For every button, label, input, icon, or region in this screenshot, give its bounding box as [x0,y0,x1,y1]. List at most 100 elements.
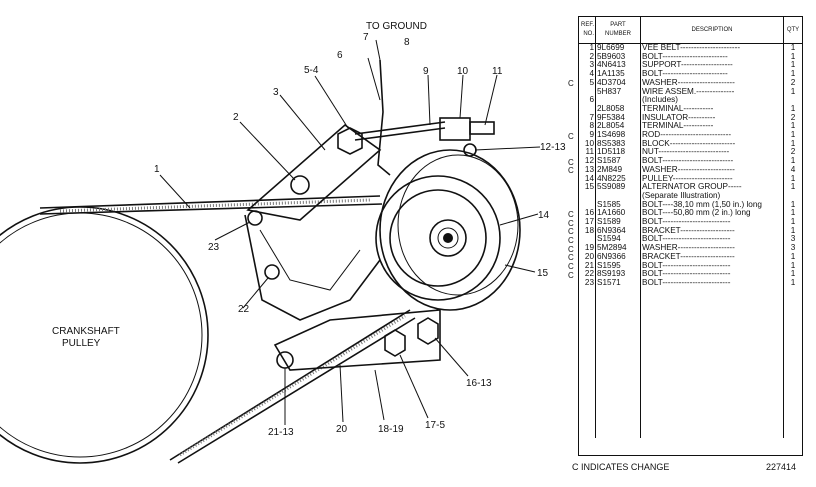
description-cell: (Includes) [640,96,784,105]
description-header: DESCRIPTION [640,17,784,44]
ref-no-cell: 20 [579,252,596,262]
description-cell: BOLT-------------------------- [640,157,784,166]
qty-cell: 1 [790,61,796,70]
description-cell: VEE BELT---------------------- [640,43,784,53]
change-legend: C INDICATES CHANGE [572,462,670,472]
description-cell: BLOCK------------------------ [640,139,784,149]
qty-cell: 1 [790,200,796,209]
ground-label: TO GROUND [366,21,427,32]
callout-17-5: 17-5 [425,420,445,431]
description-cell: SUPPORT------------------- [640,61,784,71]
description-cell: BOLT------------------------- [640,218,784,227]
change-mark: C [568,227,574,237]
part-number-cell: 5B9603 [595,52,641,62]
qty-cell: 1 [790,122,796,131]
part-number-cell: S1585 [595,200,641,210]
description-cell: BOLT------------------------ [640,70,784,79]
empty-cell [579,287,596,438]
support-bracket [244,123,441,371]
callout-3: 3 [273,87,279,98]
ref-no-cell: 6 [579,96,596,105]
ref-no-cell [579,200,596,210]
empty-cell [784,288,803,438]
description-cell: TERMINAL----------- [640,104,784,114]
callout-16-13: 16-13 [466,378,492,389]
qty-cell: 1 [790,157,796,166]
part-number-cell: 8S9193 [595,270,641,279]
callout-11: 11 [492,66,503,77]
qty-cell: 3 [790,235,796,244]
description-cell: TERMINAL----------- [640,122,784,132]
ref-no-cell: 21 [579,261,596,271]
ref-no-cell: 18 [579,226,596,236]
ref-no-cell: 13 [579,165,596,175]
ref-no-cell: 17 [579,218,596,227]
change-mark: C [568,270,574,280]
exploded-parts-diagram: CRANKSHAFT PULLEY [0,21,566,464]
qty-header: QTY [783,17,802,44]
description-cell: BRACKET-------------------- [640,252,784,262]
ref-no-cell: 3 [579,61,596,71]
ref-no-cell [579,235,596,245]
description-cell: INSULATOR---------- [640,113,784,123]
qty-cell: 1 [790,270,796,279]
change-mark: C [568,131,574,141]
callout-23: 23 [208,242,220,253]
ref-no-cell: 7 [579,113,596,123]
vee-belt [39,195,416,464]
ref-no-cell: 4 [579,70,596,79]
pulley-label: PULLEY [62,338,101,349]
qty-cell [784,96,803,105]
ref-no-cell: 8 [579,122,596,132]
description-cell: WASHER--------------------- [640,165,784,175]
description-cell: BOLT------------------------- [640,235,784,245]
callout-20: 20 [336,424,348,435]
table-filler-row [579,287,803,438]
part-number-cell: 8S5383 [595,139,641,149]
description-cell: WASHER--------------------- [640,244,784,253]
part-number-cell [595,96,641,105]
ref-no-cell: 15 [579,183,596,192]
part-number-cell: 9L6699 [595,43,641,53]
qty-cell: 3 [790,244,796,253]
callout-21-13: 21-13 [268,427,294,438]
part-number-cell: 2M849 [595,165,641,175]
callout-22: 22 [238,304,250,315]
description-cell: BOLT------------------------ [640,52,784,62]
part-number-cell: 5H837 [595,87,641,97]
part-number-cell: 1A1135 [595,70,641,79]
description-cell: WIRE ASSEM.-------------- [640,87,784,97]
callout-2: 2 [233,112,239,123]
description-cell: BOLT----38,10 mm (1,50 in.) long [640,200,784,210]
ref-no-cell: 9 [579,131,596,140]
callout-1: 1 [154,164,160,175]
alternator [375,143,521,311]
description-cell: (Separate Illustration) [640,191,784,201]
description-cell: PULLEY---------------------- [640,174,784,184]
description-cell: BOLT------------------------- [640,278,784,288]
qty-cell: 1 [790,131,796,140]
part-number-cell: S1594 [595,235,641,245]
description-cell: BOLT------------------------- [640,261,784,271]
qty-cell: 1 [790,70,796,79]
ref-no-cell: 5 [579,78,596,88]
part-number-cell: S1587 [595,157,641,166]
callout-12-13: 12-13 [540,142,566,153]
ref-no-cell: 2 [579,52,596,62]
qty-cell: 1 [790,218,796,227]
ref-no-cell: 14 [579,174,596,184]
